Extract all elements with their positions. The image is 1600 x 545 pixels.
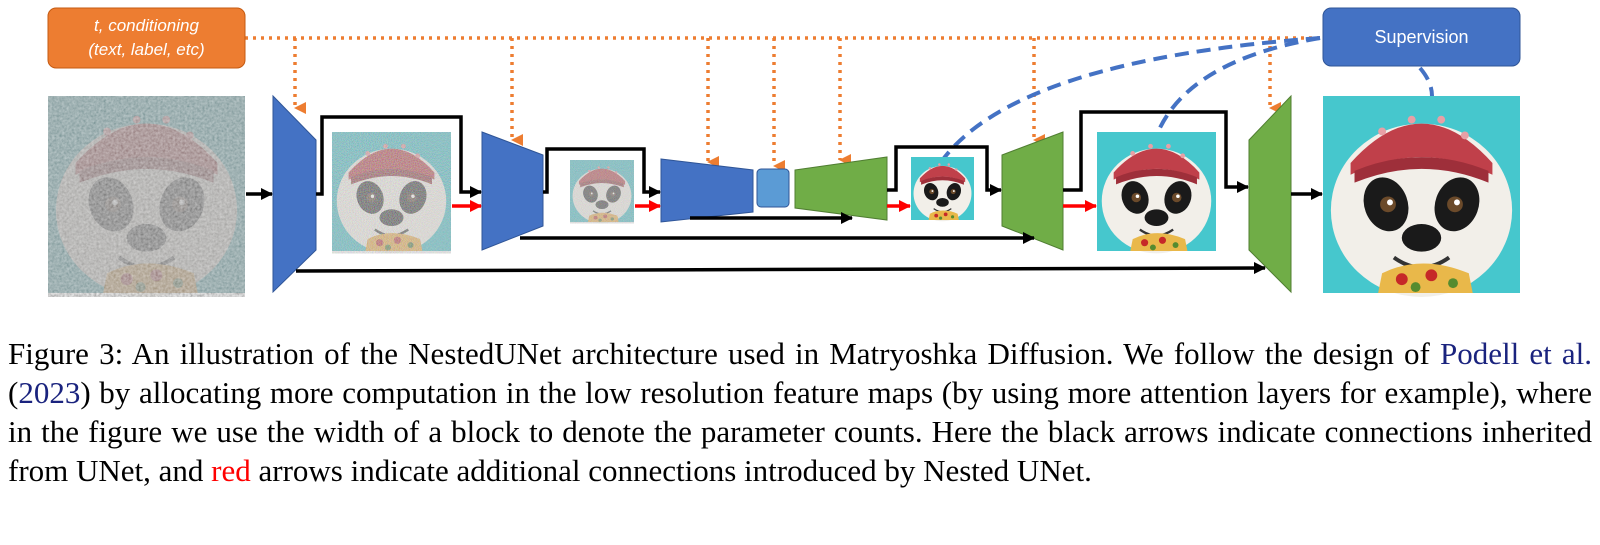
supervision-dashed-curves: [942, 36, 1434, 160]
caption-paren-open: (: [8, 375, 19, 410]
decoder-panda-image-2: [1095, 130, 1218, 255]
nested-unet-diagram: t, conditioning (text, label, etc) Super…: [46, 7, 1522, 299]
citation-year-link[interactable]: 2023: [18, 375, 81, 410]
citation-author-link[interactable]: Podell et al.: [1439, 336, 1592, 371]
encoder-block-2: [481, 131, 544, 251]
conditioning-label-line2: (text, label, etc): [88, 40, 204, 59]
caption-red-word: red: [211, 453, 251, 488]
encoder-block-1: [272, 94, 317, 294]
encoder-noisy-panda-image-1: [330, 130, 453, 255]
conditioning-box: t, conditioning (text, label, etc): [47, 7, 246, 69]
input-noisy-panda-image: [46, 94, 247, 299]
caption-text-1: An illustration of the NestedUNet archit…: [131, 336, 1430, 371]
bottleneck-block: [756, 168, 790, 208]
decoder-panda-image-1: [910, 156, 975, 222]
caption-text-3: arrows indicate additional connections i…: [258, 453, 1092, 488]
supervision-label: Supervision: [1374, 27, 1468, 47]
conditioning-drop-arrows: [293, 38, 1281, 172]
decoder-block-2: [1001, 131, 1064, 251]
decoder-block-1: [794, 156, 888, 221]
caption-text-2: ) by allocating more computation in the …: [8, 375, 1592, 488]
caption-label: Figure 3:: [8, 336, 124, 371]
conditioning-label-line1: t, conditioning: [94, 16, 199, 35]
black-skip-arrows: [246, 110, 1323, 275]
decoder-block-3: [1248, 94, 1292, 294]
encoder-block-3: [660, 158, 754, 223]
encoder-noisy-panda-image-2: [569, 159, 635, 224]
figure-caption: Figure 3: An illustration of the NestedU…: [8, 334, 1592, 490]
supervision-box: Supervision: [1322, 7, 1521, 67]
output-panda-image: [1321, 94, 1522, 299]
